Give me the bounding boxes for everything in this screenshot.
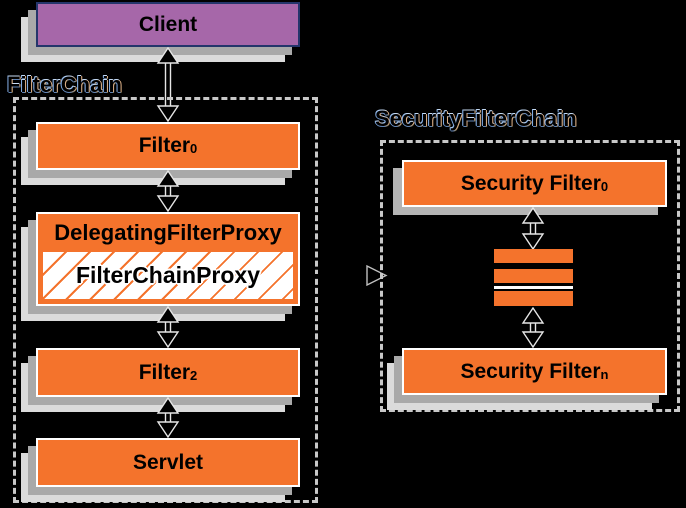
double-arrow-icon: [521, 207, 545, 250]
servlet-label: Servlet: [132, 450, 204, 474]
client-label: Client: [138, 12, 198, 36]
servlet-box: Servlet: [36, 438, 300, 487]
filter2-label: Filter: [138, 360, 191, 384]
double-arrow-icon: [156, 397, 180, 438]
client-box: Client: [36, 2, 300, 47]
filterchain-label: FilterChain: [7, 72, 122, 97]
ellipsis-bar: [494, 269, 573, 283]
ellipsis-bar: [494, 291, 573, 306]
delegating-filter-proxy-box: DelegatingFilterProxy FilterChainProxy: [36, 212, 300, 306]
double-arrow-icon: [156, 306, 180, 348]
filterchain-dashed-box: [13, 97, 318, 503]
securityfilterchain-label: SecurityFilterChain: [375, 106, 577, 131]
double-arrow-icon: [156, 47, 180, 122]
filter-chain-proxy-box: FilterChainProxy: [43, 252, 293, 299]
delegating-filter-proxy-label: DelegatingFilterProxy: [54, 220, 282, 245]
ellipsis-separator: [494, 286, 573, 289]
filter0-label: Filter: [138, 134, 191, 157]
delegates-to-line: [301, 274, 366, 276]
security-filtern-label: Security Filter: [460, 359, 601, 383]
filter-chain-proxy-label: FilterChainProxy: [75, 262, 261, 288]
double-arrow-icon: [521, 307, 545, 348]
open-arrowhead-icon: [366, 265, 388, 286]
ellipsis-bar: [494, 249, 573, 263]
security-filter0-label: Security Filter: [460, 171, 601, 195]
double-arrow-icon: [156, 170, 180, 212]
securityfilterchain-dashed-box: [380, 140, 680, 412]
